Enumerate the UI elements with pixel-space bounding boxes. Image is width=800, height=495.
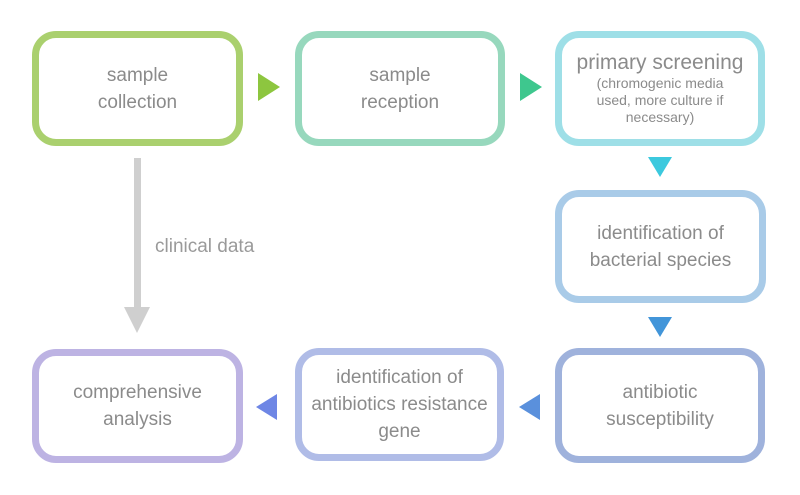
node-primary-screening: primary screening (chromogenic media use…	[555, 31, 765, 146]
node-identification-of-antibiotics-resistance-gene: identification of antibiotics resistance…	[295, 348, 504, 461]
node-sample-reception-label: sample reception	[360, 64, 440, 113]
arrow-left-to-identification-of-antibiotics-resistance-gene-icon	[519, 394, 540, 420]
node-identification-of-antibiotics-resistance-gene-label: identification of antibiotics resistance…	[311, 367, 488, 442]
clinical-data-label: clinical data	[155, 236, 255, 257]
node-identification-of-bacterial-species: identification of bacterial species	[555, 190, 766, 303]
node-primary-screening-label: primary screening	[576, 51, 744, 74]
node-sample-collection-label: sample collection	[97, 64, 178, 113]
arrow-left-to-comprehensive-analysis-icon	[256, 394, 277, 420]
arrow-down-to-identification-of-bacterial-species-icon	[648, 157, 672, 177]
clinical-data-arrow-head-icon	[124, 307, 150, 333]
node-identification-of-bacterial-species-label: identification of bacterial species	[589, 222, 732, 271]
arrow-right-to-primary-screening-icon	[520, 73, 542, 101]
node-comprehensive-analysis: comprehensive analysis	[32, 349, 243, 463]
node-comprehensive-analysis-label: comprehensive analysis	[73, 382, 202, 430]
node-sample-collection: sample collection	[32, 31, 243, 146]
node-sample-reception: sample reception	[295, 31, 505, 146]
clinical-data-arrow-stem	[134, 158, 141, 308]
node-antibiotic-susceptibility-label: antibiotic susceptibility	[606, 381, 714, 430]
arrow-right-to-sample-reception-icon	[258, 73, 280, 101]
node-antibiotic-susceptibility: antibiotic susceptibility	[555, 348, 765, 463]
arrow-down-to-antibiotic-susceptibility-icon	[648, 317, 672, 337]
node-primary-screening-sublabel: (chromogenic media used, more culture if…	[596, 75, 724, 125]
